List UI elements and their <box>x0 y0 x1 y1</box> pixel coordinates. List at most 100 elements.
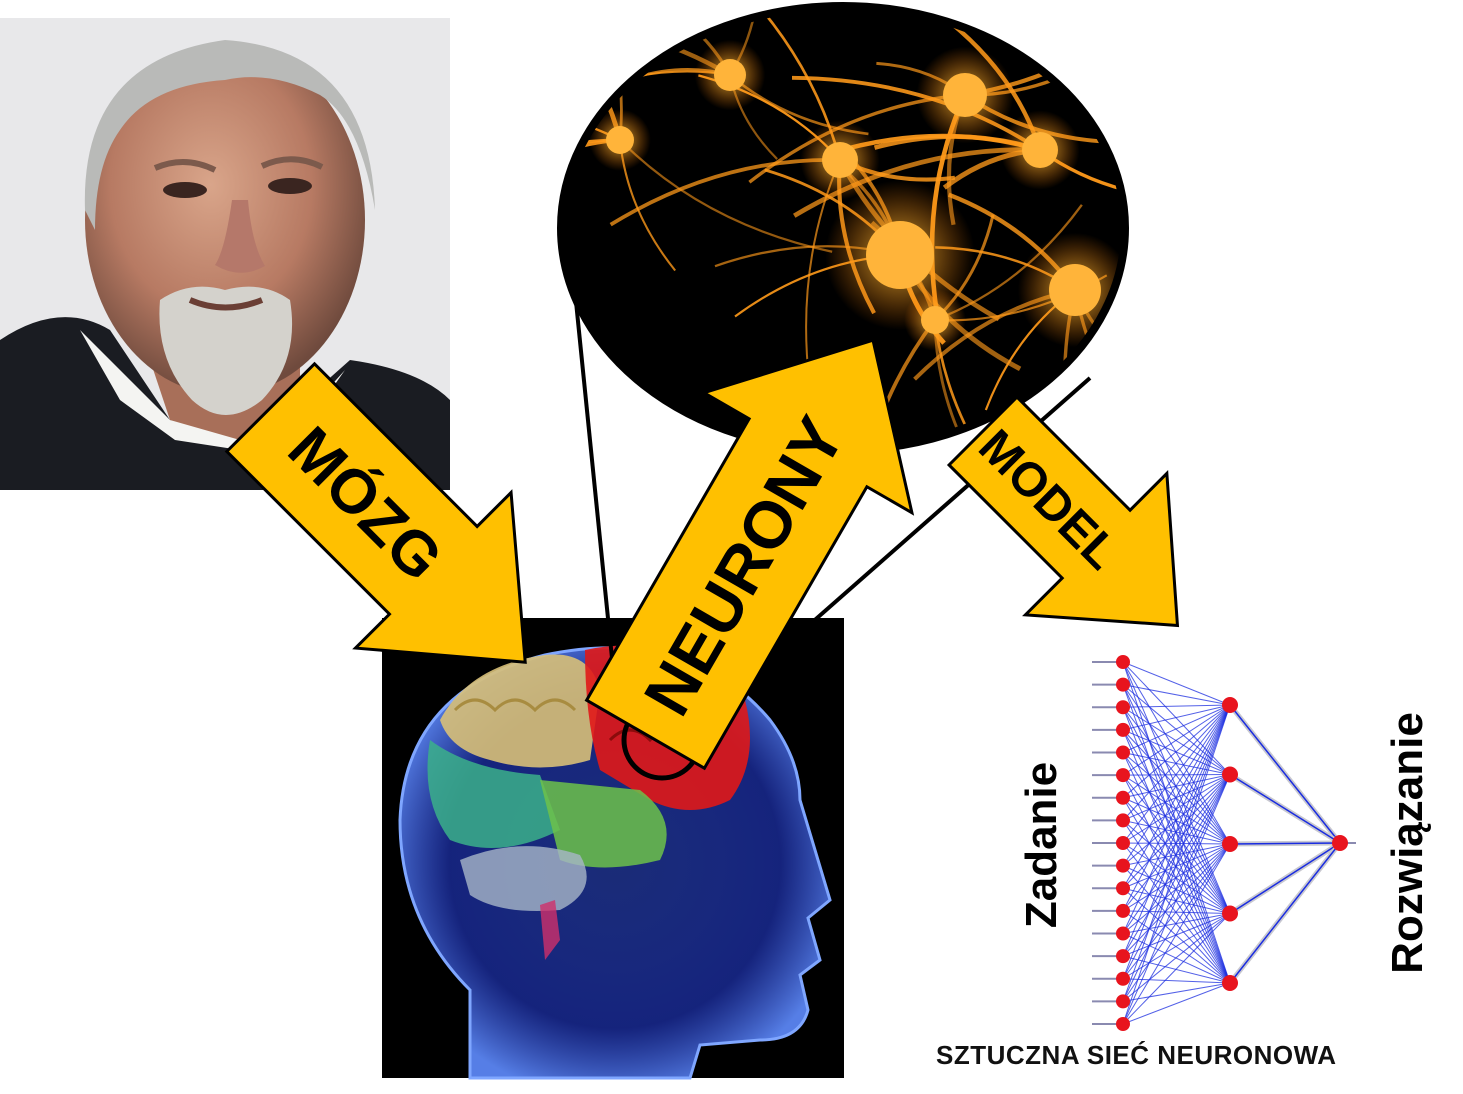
connection <box>1122 704 1231 1025</box>
connection <box>1122 842 1231 845</box>
connection <box>1122 865 1231 914</box>
connection <box>1122 978 1231 984</box>
connection <box>1122 887 1231 984</box>
connection <box>1229 773 1341 844</box>
input-node <box>1116 858 1130 873</box>
hidden-node <box>1222 905 1238 922</box>
connection <box>1229 704 1341 844</box>
connection <box>1122 684 1231 914</box>
input-node <box>1116 745 1130 760</box>
connection <box>1122 752 1231 914</box>
connection <box>1122 913 1231 1002</box>
input-node <box>1116 677 1130 692</box>
connection <box>1122 842 1231 984</box>
connection <box>1122 887 1231 914</box>
connection <box>1122 661 1231 706</box>
connection <box>1122 704 1231 889</box>
connection <box>1122 797 1231 845</box>
output-node <box>1332 835 1348 851</box>
connection <box>1122 684 1231 845</box>
connection <box>1122 729 1231 845</box>
connection <box>1122 913 1231 1025</box>
connection <box>1229 842 1341 984</box>
hidden-node <box>1222 697 1238 713</box>
connection <box>1229 842 1341 915</box>
input-node <box>1116 768 1130 783</box>
connection <box>1122 704 1231 844</box>
connection <box>1122 729 1231 775</box>
input-node <box>1116 813 1130 828</box>
input-node <box>1116 881 1130 896</box>
connection <box>1122 704 1231 799</box>
connection <box>1122 910 1231 984</box>
connection <box>1122 774 1231 1025</box>
input-node <box>1116 971 1130 986</box>
connection <box>1122 913 1231 980</box>
connection <box>1122 819 1231 845</box>
hidden-node <box>1222 766 1238 783</box>
connection <box>1122 933 1231 984</box>
connection <box>1122 706 1231 845</box>
connection <box>1122 729 1231 914</box>
connection <box>1122 797 1231 914</box>
input-node <box>1116 655 1130 669</box>
connection <box>1122 774 1231 914</box>
connection <box>1122 661 1231 914</box>
neuron-soma <box>714 59 746 91</box>
connection <box>1122 704 1231 821</box>
connection <box>1122 704 1231 979</box>
hidden-node <box>1222 975 1238 991</box>
connection <box>1122 774 1231 984</box>
connection <box>1122 707 1231 914</box>
input-node <box>1116 836 1130 850</box>
neuron-soma <box>866 221 934 289</box>
connection <box>1122 752 1231 984</box>
input-node <box>1116 700 1130 715</box>
connection <box>1122 819 1231 914</box>
connection <box>1122 955 1231 984</box>
input-node <box>1116 926 1130 941</box>
input-node <box>1116 1017 1130 1031</box>
connection <box>1122 704 1231 912</box>
connection <box>1122 752 1231 775</box>
connection <box>1122 704 1231 1002</box>
connection <box>1122 729 1231 984</box>
connection <box>1122 661 1231 845</box>
input-node <box>1116 722 1130 737</box>
connection <box>1122 820 1231 984</box>
connection <box>1122 843 1231 1025</box>
connection <box>1122 704 1231 957</box>
connection <box>1122 865 1231 984</box>
connection <box>1122 843 1231 980</box>
hidden-node <box>1222 836 1238 852</box>
input-node <box>1116 949 1130 964</box>
connection <box>1122 982 1231 1002</box>
connection <box>1122 982 1231 1025</box>
connection <box>1122 704 1231 934</box>
neuron-soma <box>943 73 987 117</box>
neural-network-diagram <box>1092 655 1356 1031</box>
connection <box>1122 774 1231 1002</box>
connection <box>1122 684 1231 706</box>
connection <box>1122 910 1231 914</box>
network-caption: SZTUCZNA SIEĆ NEURONOWA <box>936 1040 1337 1070</box>
connection <box>1229 842 1341 845</box>
connection <box>1122 842 1231 914</box>
connection <box>1122 843 1231 1002</box>
connection <box>1122 774 1231 979</box>
input-node <box>1116 994 1130 1009</box>
input-node <box>1116 903 1130 918</box>
neuron-soma <box>1049 264 1101 316</box>
neuron-soma <box>921 306 949 334</box>
portrait-photo <box>0 18 450 490</box>
neuron-soma <box>822 142 858 178</box>
connection <box>1122 704 1231 753</box>
zoom-line-left <box>570 261 614 659</box>
connection <box>1122 797 1231 984</box>
connection <box>1122 706 1231 775</box>
input-node <box>1116 790 1130 805</box>
connection <box>1122 704 1231 731</box>
connection <box>1122 752 1231 845</box>
neuron-soma <box>1022 132 1058 168</box>
